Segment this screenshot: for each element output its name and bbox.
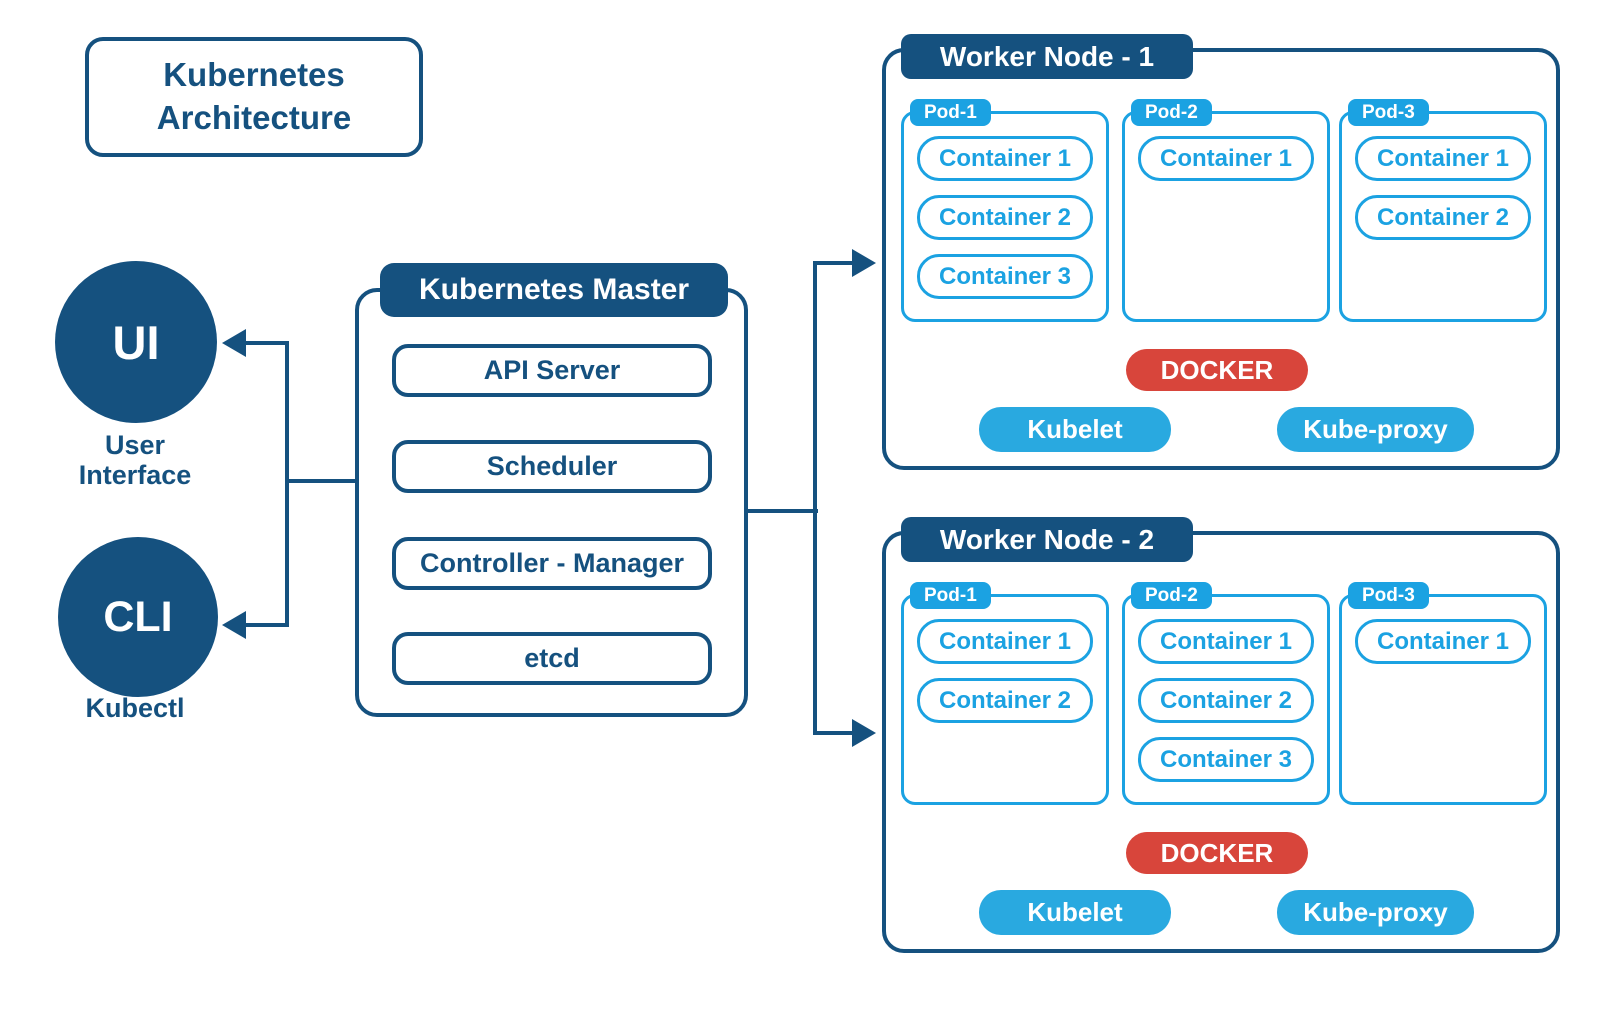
worker-node-1-title: Worker Node - 1 — [939, 40, 1155, 72]
container-label: Container 1 — [938, 627, 1072, 655]
worker1-kube-proxy-badge: Kube-proxy — [1277, 407, 1474, 452]
arrow-to-worker1-icon — [852, 249, 876, 277]
cli-circle-label: CLI — [103, 592, 173, 641]
etcd-label: etcd — [524, 643, 580, 673]
worker2-pod-1-tab: Pod-1 — [910, 582, 991, 609]
kube-proxy-label: Kube-proxy — [1303, 897, 1448, 927]
docker-label: DOCKER — [1160, 354, 1274, 385]
connector-vertical-left — [285, 341, 289, 627]
ui-caption-line2: Interface — [78, 460, 192, 490]
container-label: Container 2 — [1376, 203, 1510, 231]
docker-label: DOCKER — [1160, 837, 1274, 868]
worker2-pod-1-containers: Container 1 Container 2 — [904, 597, 1106, 723]
worker-node-1-header: Worker Node - 1 — [901, 34, 1193, 79]
worker2-pod-2-tab: Pod-2 — [1131, 582, 1212, 609]
container-pill: Container 1 — [1138, 619, 1314, 664]
kubelet-label: Kubelet — [1027, 897, 1123, 927]
container-label: Container 2 — [938, 686, 1072, 714]
connector-master-left — [287, 479, 357, 483]
cli-circle: CLI — [58, 537, 218, 697]
worker2-pod-3: Pod-3 Container 1 — [1339, 582, 1547, 805]
worker1-pod-3-tab: Pod-3 — [1348, 99, 1429, 126]
worker2-pod-2: Pod-2 Container 1 Container 2 Container … — [1122, 582, 1330, 805]
container-pill: Container 2 — [1138, 678, 1314, 723]
worker2-pod-1-name: Pod-1 — [924, 584, 977, 606]
diagram-title-box: Kubernetes Architecture — [85, 37, 423, 157]
worker2-pod-3-tab: Pod-3 — [1348, 582, 1429, 609]
scheduler-label: Scheduler — [486, 451, 618, 481]
cli-caption-line1: Kubectl — [85, 693, 185, 723]
api-server-label: API Server — [483, 355, 621, 385]
worker-node-2-box: Worker Node - 2 Pod-1 Container 1 Contai… — [882, 517, 1560, 953]
container-pill: Container 1 — [1355, 619, 1531, 664]
worker1-kubelet-badge: Kubelet — [979, 407, 1171, 452]
worker1-pod-3: Pod-3 Container 1 Container 2 — [1339, 99, 1547, 322]
connector-line-cli — [243, 623, 287, 627]
container-pill: Container 1 — [1355, 136, 1531, 181]
worker1-pod-2-tab: Pod-2 — [1131, 99, 1212, 126]
connector-vertical-right — [813, 261, 817, 735]
container-label: Container 1 — [1159, 144, 1293, 172]
kube-proxy-label: Kube-proxy — [1303, 414, 1448, 444]
container-pill: Container 2 — [1355, 195, 1531, 240]
worker-node-2-header: Worker Node - 2 — [901, 517, 1193, 562]
worker-node-2-title: Worker Node - 2 — [939, 523, 1155, 555]
kubernetes-master-title: Kubernetes Master — [418, 273, 690, 306]
worker1-pod-2-name: Pod-2 — [1145, 101, 1198, 123]
ui-caption: User Interface — [15, 430, 255, 490]
ui-circle: UI — [55, 261, 217, 423]
arrow-to-cli-icon — [222, 611, 246, 639]
worker2-pod-1: Pod-1 Container 1 Container 2 — [901, 582, 1109, 805]
container-label: Container 2 — [1159, 686, 1293, 714]
worker1-pod-2: Pod-2 Container 1 — [1122, 99, 1330, 322]
worker2-pod-3-containers: Container 1 — [1342, 597, 1544, 664]
worker-node-1-box: Worker Node - 1 Pod-1 Container 1 Contai… — [882, 34, 1560, 470]
worker1-pod-1: Pod-1 Container 1 Container 2 Container … — [901, 99, 1109, 322]
container-label: Container 1 — [1376, 144, 1510, 172]
container-pill: Container 1 — [917, 136, 1093, 181]
arrow-to-worker2-icon — [852, 719, 876, 747]
master-component-scheduler: Scheduler — [392, 440, 712, 493]
worker1-docker-badge: DOCKER — [1126, 349, 1308, 391]
worker1-pod-1-name: Pod-1 — [924, 101, 977, 123]
connector-line-ui — [243, 341, 287, 345]
worker2-pod-2-name: Pod-2 — [1145, 584, 1198, 606]
arrow-to-ui-icon — [222, 329, 246, 357]
container-label: Container 3 — [1159, 745, 1293, 773]
master-component-controller-manager: Controller - Manager — [392, 537, 712, 590]
worker1-pod-3-name: Pod-3 — [1362, 101, 1415, 123]
container-label: Container 1 — [938, 144, 1072, 172]
container-label: Container 1 — [1376, 627, 1510, 655]
container-pill: Container 3 — [1138, 737, 1314, 782]
worker2-kube-proxy-badge: Kube-proxy — [1277, 890, 1474, 935]
container-pill: Container 2 — [917, 678, 1093, 723]
ui-circle-label: UI — [112, 315, 160, 369]
container-pill: Container 1 — [917, 619, 1093, 664]
worker2-pod-2-containers: Container 1 Container 2 Container 3 — [1125, 597, 1327, 782]
container-label: Container 1 — [1159, 627, 1293, 655]
ui-caption-line1: User — [104, 430, 166, 460]
connector-master-right — [748, 509, 818, 513]
diagram-title: Kubernetes Architecture — [156, 56, 352, 136]
container-label: Container 3 — [938, 262, 1072, 290]
worker2-kubelet-badge: Kubelet — [979, 890, 1171, 935]
container-label: Container 2 — [938, 203, 1072, 231]
container-pill: Container 1 — [1138, 136, 1314, 181]
container-pill: Container 2 — [917, 195, 1093, 240]
container-pill: Container 3 — [917, 254, 1093, 299]
kubelet-label: Kubelet — [1027, 414, 1123, 444]
worker1-pod-1-tab: Pod-1 — [910, 99, 991, 126]
worker1-pod-2-containers: Container 1 — [1125, 114, 1327, 181]
connector-line-worker1 — [816, 261, 854, 265]
worker1-pod-3-containers: Container 1 Container 2 — [1342, 114, 1544, 240]
cli-caption: Kubectl — [15, 693, 255, 723]
master-component-etcd: etcd — [392, 632, 712, 685]
controller-manager-label: Controller - Manager — [419, 548, 685, 578]
worker1-pod-1-containers: Container 1 Container 2 Container 3 — [904, 114, 1106, 299]
kubernetes-master-header: Kubernetes Master — [380, 263, 728, 317]
connector-line-worker2 — [816, 731, 854, 735]
master-component-api-server: API Server — [392, 344, 712, 397]
worker2-docker-badge: DOCKER — [1126, 832, 1308, 874]
worker2-pod-3-name: Pod-3 — [1362, 584, 1415, 606]
